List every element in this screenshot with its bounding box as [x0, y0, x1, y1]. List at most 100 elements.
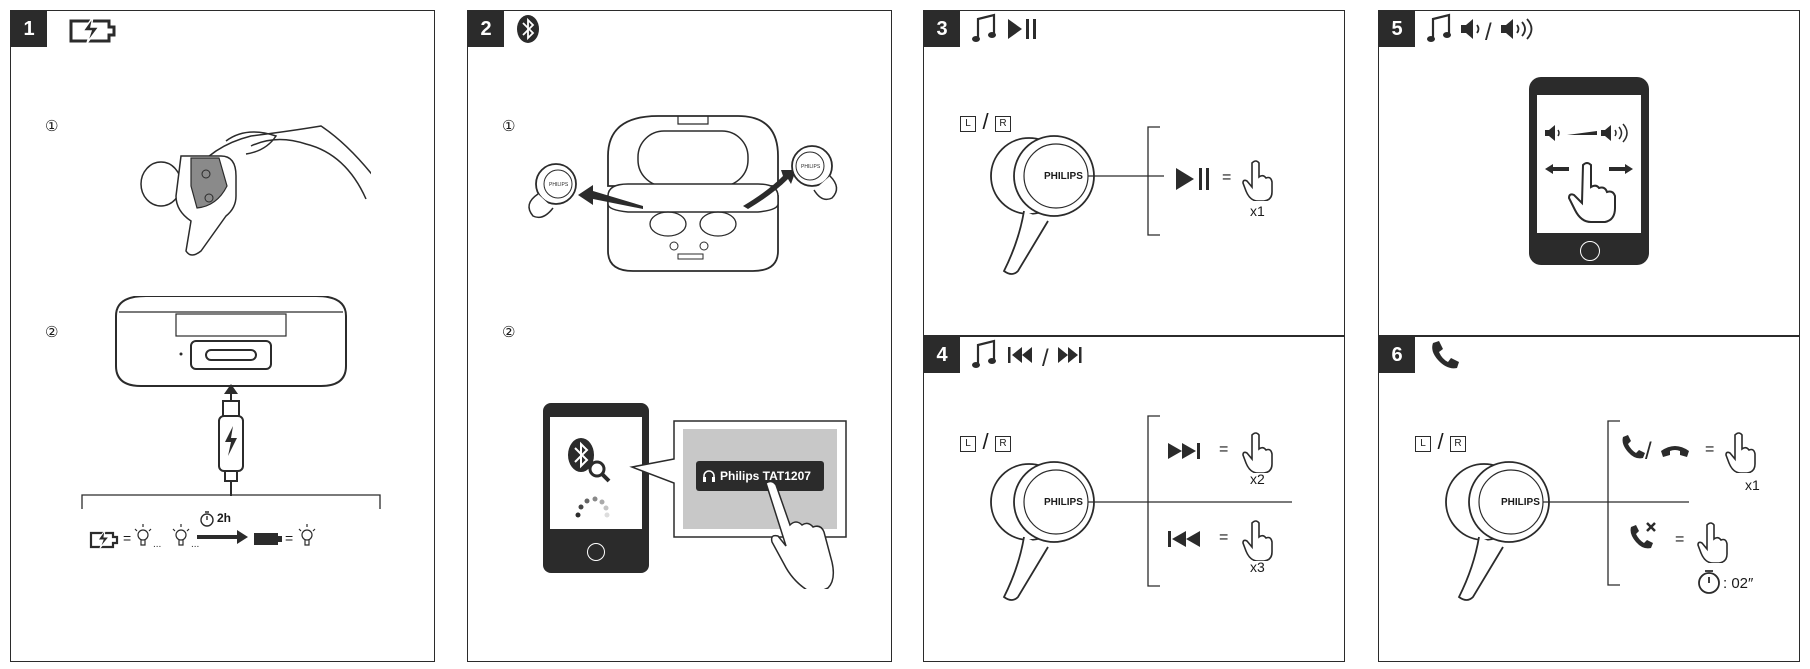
- tap-count-answer: x1: [1745, 477, 1760, 493]
- tap-icon: [1242, 432, 1273, 473]
- ear-right-label: R: [995, 116, 1012, 133]
- earbud-left: PHILIPS: [528, 163, 577, 219]
- device-name: Philips TAT1207: [720, 469, 811, 483]
- ear-left-label: L: [1415, 436, 1431, 453]
- step-1-marker: ①: [45, 117, 59, 135]
- action-bracket: [1147, 415, 1160, 587]
- arrow-right-icon: [197, 530, 248, 544]
- separator: /: [1437, 429, 1444, 454]
- bluetooth-search-icon: [568, 438, 611, 483]
- tap-icon: [1242, 160, 1273, 201]
- equals-sign: =: [1219, 529, 1229, 546]
- answer-end-call-icon: /: [1622, 435, 1689, 465]
- phone-call-icon: [1425, 337, 1461, 373]
- svg-text:/: /: [1645, 438, 1652, 465]
- action-bracket: [1607, 420, 1620, 586]
- volume-slider-icon: [1545, 123, 1628, 143]
- loading-spinner-icon: [575, 496, 610, 518]
- panel-calls: 6 L / R PHILIPS / = x1 = : 02″: [1378, 336, 1800, 662]
- play-pause-icon: [1176, 168, 1209, 190]
- charging-icon: [57, 11, 127, 47]
- earbud-illustration: [1445, 461, 1689, 601]
- left-right-selector: L / R: [960, 109, 1012, 135]
- panel-pairing: 2 ① PHILIPS PHILIPS ②: [467, 10, 892, 662]
- phone-home-button: [1580, 241, 1600, 261]
- panel-number: 2: [468, 11, 504, 47]
- left-right-selector: L / R: [960, 429, 1012, 455]
- charging-case-usb-illustration: [115, 296, 347, 496]
- earbud-removal-illustration: [140, 125, 371, 256]
- led-blinking-icon: ... ...: [134, 524, 199, 550]
- tapping-hand-icon: [765, 480, 835, 589]
- panel-play-pause: 3 L / R PHILIPS = x1: [923, 10, 1345, 336]
- tap-count: x1: [1250, 203, 1265, 219]
- brand-logo: PHILIPS: [1501, 497, 1540, 508]
- music-skip-header: /: [970, 337, 1110, 373]
- tap-icon: [1725, 432, 1756, 473]
- panel-number: 3: [924, 11, 960, 47]
- music-play-pause-header: [970, 11, 1060, 47]
- panel-track-skip: 4 / L / R PHILIPS = x2 = x3: [923, 336, 1345, 662]
- action-bracket: [1147, 126, 1160, 236]
- svg-text:...: ...: [191, 539, 199, 550]
- step-1-marker: ①: [502, 117, 516, 135]
- separator: /: [982, 109, 989, 134]
- music-note-icon: [1427, 13, 1451, 42]
- reject-call-icon: [1630, 522, 1656, 549]
- panel-number: 1: [11, 11, 47, 47]
- phone-home-button: [587, 543, 605, 561]
- svg-text:PHILIPS: PHILIPS: [549, 182, 569, 188]
- panel-number: 5: [1379, 11, 1415, 47]
- charging-status-row: = ... ... 2h =: [89, 511, 379, 561]
- ear-right-label: R: [1450, 436, 1467, 453]
- swipe-hand-icon: [1545, 162, 1633, 223]
- music-note-icon: [972, 13, 996, 42]
- headphones-icon: [702, 469, 720, 483]
- bluetooth-icon: [514, 11, 544, 47]
- tap-count-previous: x3: [1250, 559, 1265, 575]
- svg-text:/: /: [1485, 19, 1492, 46]
- device-list-item[interactable]: Philips TAT1207: [696, 461, 824, 491]
- open-case-earbuds-illustration: PHILIPS PHILIPS: [528, 115, 838, 272]
- timer-icon: [1698, 570, 1720, 594]
- led-solid-icon: [298, 524, 316, 546]
- equals-sign: =: [1705, 441, 1715, 458]
- charge-time: 2h: [217, 511, 232, 525]
- timer-icon: [200, 511, 214, 527]
- ear-right-label: R: [995, 436, 1012, 453]
- step-2-marker: ②: [502, 323, 516, 341]
- left-right-selector: L / R: [1415, 429, 1467, 455]
- ear-left-label: L: [960, 116, 976, 133]
- brand-logo: PHILIPS: [1044, 497, 1083, 508]
- panel-volume: 5 /: [1378, 10, 1800, 336]
- equals-sign: =: [1219, 441, 1229, 458]
- earbud-illustration: [990, 135, 1164, 275]
- panel-number: 4: [924, 337, 960, 373]
- tap-icon: [1242, 520, 1273, 561]
- tap-count-next: x2: [1250, 471, 1265, 487]
- phone-volume-control: [1529, 77, 1649, 265]
- svg-text:...: ...: [153, 539, 161, 550]
- panel-number: 6: [1379, 337, 1415, 373]
- equals-sign: =: [1222, 169, 1232, 186]
- previous-track-icon: [1168, 531, 1200, 547]
- equals-sign: =: [123, 530, 132, 546]
- phone-bluetooth-search: [543, 403, 649, 573]
- svg-text:/: /: [1042, 345, 1049, 372]
- music-volume-header: /: [1425, 11, 1565, 47]
- earbud-right: PHILIPS: [791, 145, 838, 201]
- next-track-icon: [1168, 443, 1200, 459]
- earbud-illustration: [990, 461, 1292, 601]
- charging-status-bracket: [81, 494, 381, 509]
- tap-icon: [1697, 522, 1728, 563]
- separator: /: [982, 429, 989, 454]
- panel-charging: 1 ① ②: [10, 10, 435, 662]
- equals-sign: =: [285, 530, 294, 546]
- svg-text:PHILIPS: PHILIPS: [801, 164, 821, 170]
- step-2-marker: ②: [45, 323, 59, 341]
- battery-full-icon: [254, 533, 282, 545]
- hold-duration: : 02″: [1723, 575, 1754, 592]
- brand-logo: PHILIPS: [1044, 171, 1083, 182]
- equals-sign: =: [1675, 531, 1685, 548]
- music-note-icon: [972, 339, 996, 368]
